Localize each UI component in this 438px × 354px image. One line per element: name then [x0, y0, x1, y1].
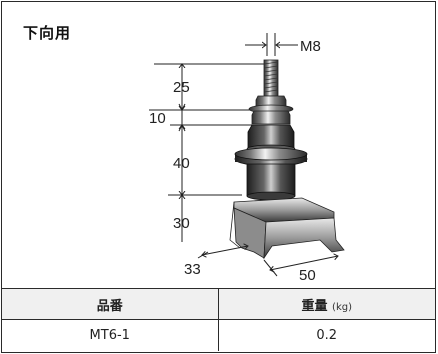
height-25-label: 25 — [173, 79, 190, 96]
saddle-bracket — [229, 197, 345, 260]
part-number-header: 品番 — [2, 288, 219, 320]
part-number-cell: MT6-1 — [2, 319, 219, 351]
table-header-row: 品番 重量 (kg) — [2, 288, 435, 320]
part-number-header-label: 品番 — [96, 298, 123, 314]
base-dimensions: 33 50 — [184, 246, 338, 284]
threaded-stud — [263, 59, 279, 97]
base-depth-33-label: 33 — [184, 261, 201, 278]
weight-header: 重量 (kg) — [218, 288, 435, 320]
thread-callout: M8 — [245, 33, 321, 56]
thread-size-label: M8 — [300, 38, 321, 55]
height-40-label: 40 — [173, 155, 190, 172]
spec-table: 品番 重量 (kg) MT6-1 0.2 — [2, 288, 435, 351]
height-30-label: 30 — [173, 215, 190, 232]
product-figure: 下向用 — [2, 2, 435, 288]
flange — [234, 147, 308, 167]
weight-unit-label: (kg) — [332, 301, 352, 313]
mount-dimension-drawing: M8 25 10 40 30 — [149, 33, 345, 284]
height-10-label: 10 — [149, 110, 166, 127]
mounting-type-title: 下向用 — [23, 24, 72, 42]
weight-header-label: 重量 — [301, 298, 328, 314]
weight-cell: 0.2 — [218, 319, 435, 351]
base-width-50-label: 50 — [299, 267, 316, 284]
lower-body — [246, 163, 296, 201]
nut-stack — [248, 95, 294, 125]
height-dimensions: 25 10 40 30 — [149, 64, 264, 242]
table-row: MT6-1 0.2 — [2, 319, 435, 351]
